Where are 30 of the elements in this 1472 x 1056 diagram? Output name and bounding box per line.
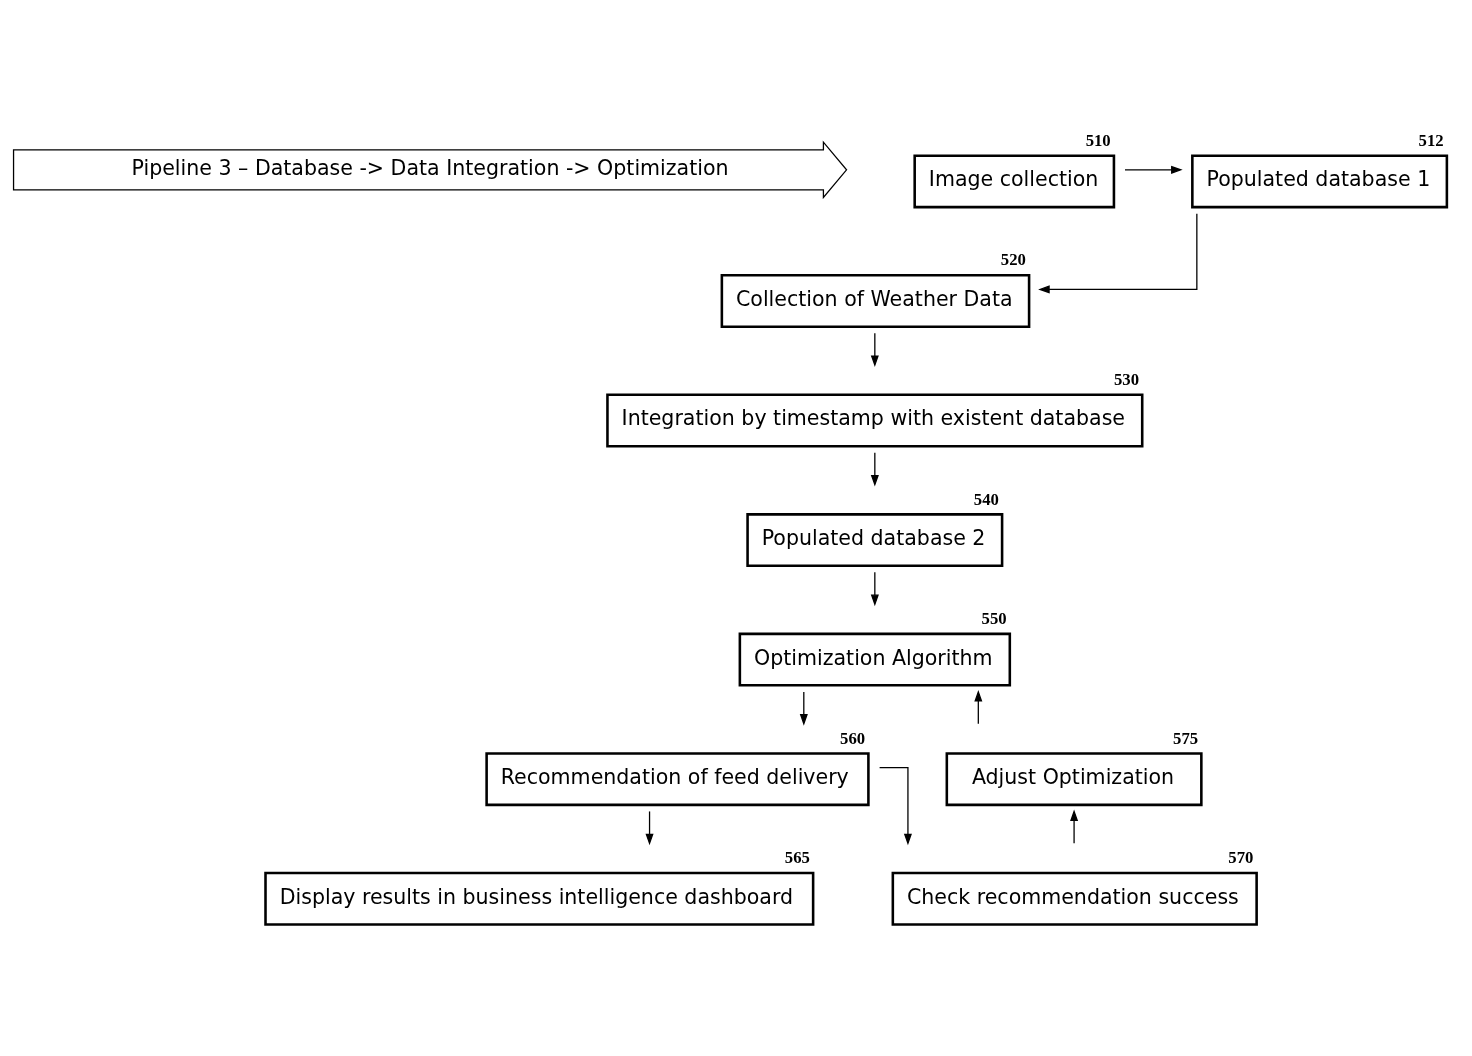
arrow bbox=[799, 690, 808, 726]
arrow bbox=[870, 571, 879, 606]
arrow bbox=[1070, 809, 1079, 844]
node-box: Check recommendation success bbox=[891, 871, 1258, 926]
arrow bbox=[870, 332, 879, 367]
arrow bbox=[878, 766, 912, 845]
arrow bbox=[870, 451, 879, 487]
arrow bbox=[974, 689, 983, 724]
node-box: Adjust Optimization bbox=[945, 751, 1203, 806]
node-box: Display results in business intelligence dashboard bbox=[264, 871, 815, 926]
node-box: Populated database 1 bbox=[1191, 153, 1449, 208]
node-box: Optimization Algorithm bbox=[738, 632, 1012, 687]
node-box: Image collection bbox=[913, 153, 1116, 208]
arrow bbox=[645, 810, 654, 845]
arrow bbox=[1038, 212, 1198, 293]
node-box: Populated database 2 bbox=[746, 512, 1004, 567]
node-box: Integration by timestamp with existent database bbox=[606, 393, 1144, 447]
node-label: 565 bbox=[784, 847, 810, 867]
node-label: 550 bbox=[981, 608, 1007, 628]
node-label: 540 bbox=[973, 489, 999, 509]
node-label: 520 bbox=[1000, 249, 1026, 269]
node-label: 560 bbox=[840, 728, 866, 748]
arrow bbox=[1124, 165, 1183, 174]
node-label: 512 bbox=[1418, 130, 1444, 150]
node-box: Recommendation of feed delivery bbox=[485, 751, 870, 806]
node-label: 575 bbox=[1173, 728, 1199, 748]
node-label: 530 bbox=[1113, 369, 1139, 389]
node-label: 570 bbox=[1228, 847, 1254, 867]
node-box: Collection of Weather Data bbox=[720, 273, 1031, 328]
node-label: 510 bbox=[1085, 130, 1111, 150]
